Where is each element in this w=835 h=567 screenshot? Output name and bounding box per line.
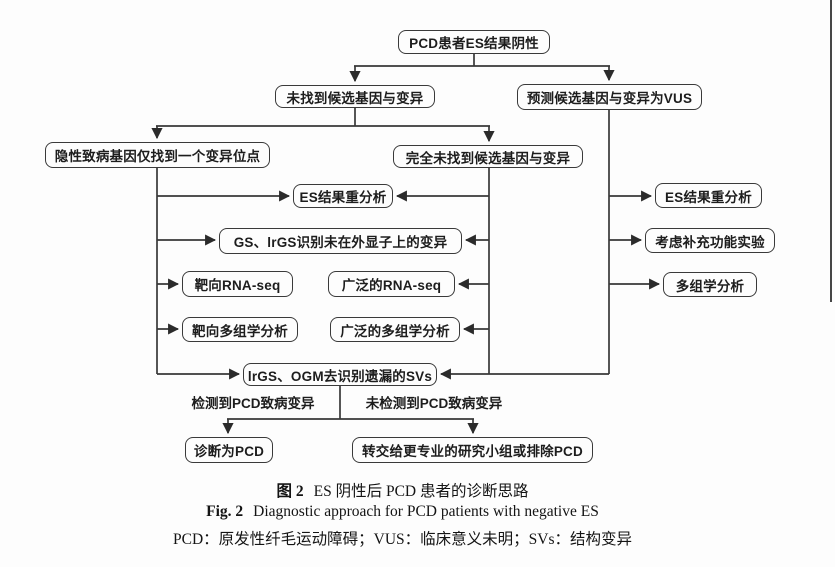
- edge-label-pathogenic-detected: 检测到PCD致病变异: [191, 396, 315, 411]
- edge-label-pathogenic-not-detected: 未检测到PCD致病变异: [365, 396, 503, 411]
- node-candidate-vus: 预测候选基因与变异为VUS: [517, 84, 702, 110]
- node-targeted-rnaseq: 靶向RNA-seq: [182, 271, 293, 297]
- node-broad-multiomics: 广泛的多组学分析: [330, 317, 460, 342]
- figure-caption-en: Fig. 2 Diagnostic approach for PCD patien…: [0, 503, 805, 521]
- figure-title-zh: ES 阴性后 PCD 患者的诊断思路: [313, 483, 529, 500]
- node-refer-or-exclude: 转交给更专业的研究小组或排除PCD: [352, 437, 593, 463]
- node-multiomics-right: 多组学分析: [663, 272, 757, 297]
- node-functional-experiments: 考虑补充功能实验: [645, 228, 775, 253]
- page-column-rule: [830, 0, 832, 302]
- node-broad-rnaseq: 广泛的RNA-seq: [328, 271, 455, 297]
- node-recessive-single-variant: 隐性致病基因仅找到一个变异位点: [45, 142, 270, 168]
- node-no-candidate-found: 未找到候选基因与变异: [275, 85, 435, 108]
- node-none-found: 完全未找到候选基因与变异: [393, 145, 583, 168]
- node-diagnosed-pcd: 诊断为PCD: [185, 437, 273, 463]
- figure-abbreviations: PCD：原发性纤毛运动障碍；VUS：临床意义未明；SVs：结构变异: [172, 531, 632, 548]
- node-lrgs-ogm-svs: lrGS、OGM去识别遗漏的SVs: [243, 363, 437, 386]
- figure-number-en: Fig. 2: [206, 503, 244, 520]
- node-es-reanalysis-mid: ES结果重分析: [293, 184, 393, 208]
- node-es-reanalysis-right: ES结果重分析: [655, 183, 762, 208]
- node-gs-lrgs-nonexonic: GS、lrGS识别未在外显子上的变异: [219, 228, 462, 254]
- figure-number-zh: 图 2: [276, 483, 304, 500]
- node-targeted-multiomics: 靶向多组学分析: [182, 317, 298, 342]
- figure-title-en: Diagnostic approach for PCD patients wit…: [253, 503, 599, 520]
- figure-caption-zh: 图 2 ES 阴性后 PCD 患者的诊断思路: [0, 479, 805, 501]
- node-pcd-es-negative: PCD患者ES结果阴性: [398, 30, 550, 54]
